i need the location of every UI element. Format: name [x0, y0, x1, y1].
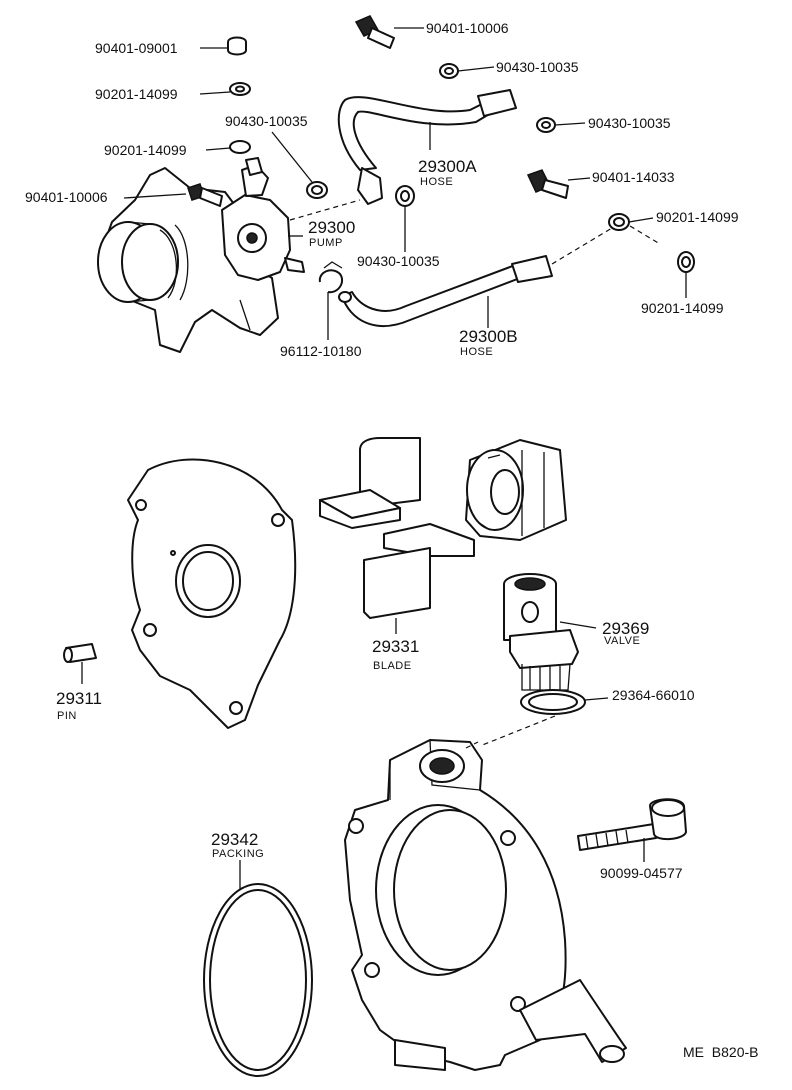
clip-96112-10180	[318, 261, 344, 294]
label-90401-10006-left: 90401-10006	[25, 189, 108, 205]
washer-90430-10035-d	[395, 185, 415, 207]
leader-90430-10035-a	[457, 66, 495, 72]
dashline-gasket-housing	[479, 715, 556, 747]
footer-code: ME B820-B	[683, 1044, 758, 1060]
rotor	[465, 439, 567, 541]
leader-29369	[559, 621, 597, 629]
label-90201-14099-b: 90201-14099	[104, 142, 187, 158]
leader-90201-14099-c	[628, 217, 654, 223]
label-29331: 29331	[372, 637, 419, 656]
dashline-hoseB-washer	[551, 227, 613, 265]
banjo-bolt-90401-09001	[227, 36, 247, 56]
washer-90201-14099-d	[677, 251, 695, 273]
label-96112-10180: 96112-10180	[280, 343, 362, 359]
dashline-washers	[629, 225, 661, 245]
label-90201-14099-a: 90201-14099	[95, 86, 178, 102]
blades-29331	[319, 437, 475, 619]
label-90401-09001: 90401-09001	[95, 40, 178, 56]
label-29311: 29311	[56, 689, 102, 708]
hose-29300A	[337, 89, 517, 205]
label-29300A-sub: HOSE	[420, 176, 453, 188]
label-29342-sub: PACKING	[212, 848, 264, 860]
leader-90401-10006-left	[123, 193, 187, 199]
washer-90201-14099-b	[229, 140, 251, 154]
packing-ring-29342	[203, 883, 313, 1077]
dashline-pump-hose	[289, 199, 361, 221]
label-29300A: 29300A	[418, 157, 477, 176]
washer-90201-14099-c	[608, 213, 630, 231]
valve-29369	[503, 573, 579, 691]
label-90401-14033: 90401-14033	[592, 169, 675, 185]
hose-29300B	[338, 255, 553, 327]
bolt-90099-04577	[577, 798, 687, 851]
label-90430-10035-b: 90430-10035	[588, 115, 671, 131]
pin-29311	[63, 643, 97, 663]
label-90430-10035-c: 90430-10035	[225, 113, 308, 129]
label-29369-sub: VALVE	[604, 635, 640, 647]
leader-90201-14099-b	[205, 147, 231, 151]
label-90099-04577: 90099-04577	[600, 865, 683, 881]
label-29342: 29342	[211, 830, 258, 849]
label-29364-66010: 29364-66010	[612, 687, 695, 703]
label-29369: 29369	[602, 619, 649, 638]
label-29331-sub: BLADE	[373, 660, 412, 672]
bolt-90401-10006-top	[354, 15, 395, 49]
washer-90430-10035-a	[439, 63, 459, 79]
label-29300-sub: PUMP	[309, 237, 343, 249]
vacuum-pump	[221, 157, 305, 281]
gasket-29364-66010	[520, 689, 586, 715]
bolt-90401-14033	[526, 169, 569, 199]
label-29300: 29300	[308, 218, 355, 237]
washer-90430-10035-b	[536, 117, 556, 133]
leader-90201-14099-a	[199, 91, 231, 95]
washer-90430-10035-c	[306, 181, 328, 199]
label-90430-10035-a: 90430-10035	[496, 59, 579, 75]
leader-29364-66010	[584, 697, 609, 701]
pump-housing	[344, 739, 627, 1071]
label-29311-sub: PIN	[57, 710, 77, 722]
leader-90430-10035-b	[554, 122, 586, 126]
label-29300B-sub: HOSE	[460, 346, 493, 358]
leader-90401-14033	[567, 177, 591, 181]
label-90201-14099-c: 90201-14099	[656, 209, 739, 225]
dashline-housing-port	[465, 741, 479, 749]
washer-90201-14099-a	[229, 82, 251, 96]
label-90401-10006-top: 90401-10006	[426, 20, 509, 36]
leader-90430-10035-c	[271, 131, 313, 183]
label-29300B: 29300B	[459, 327, 518, 346]
label-90430-10035-d: 90430-10035	[357, 253, 440, 269]
rear-plate	[127, 458, 297, 729]
label-90201-14099-d: 90201-14099	[641, 300, 724, 316]
bolt-90401-10006-left	[187, 183, 223, 207]
